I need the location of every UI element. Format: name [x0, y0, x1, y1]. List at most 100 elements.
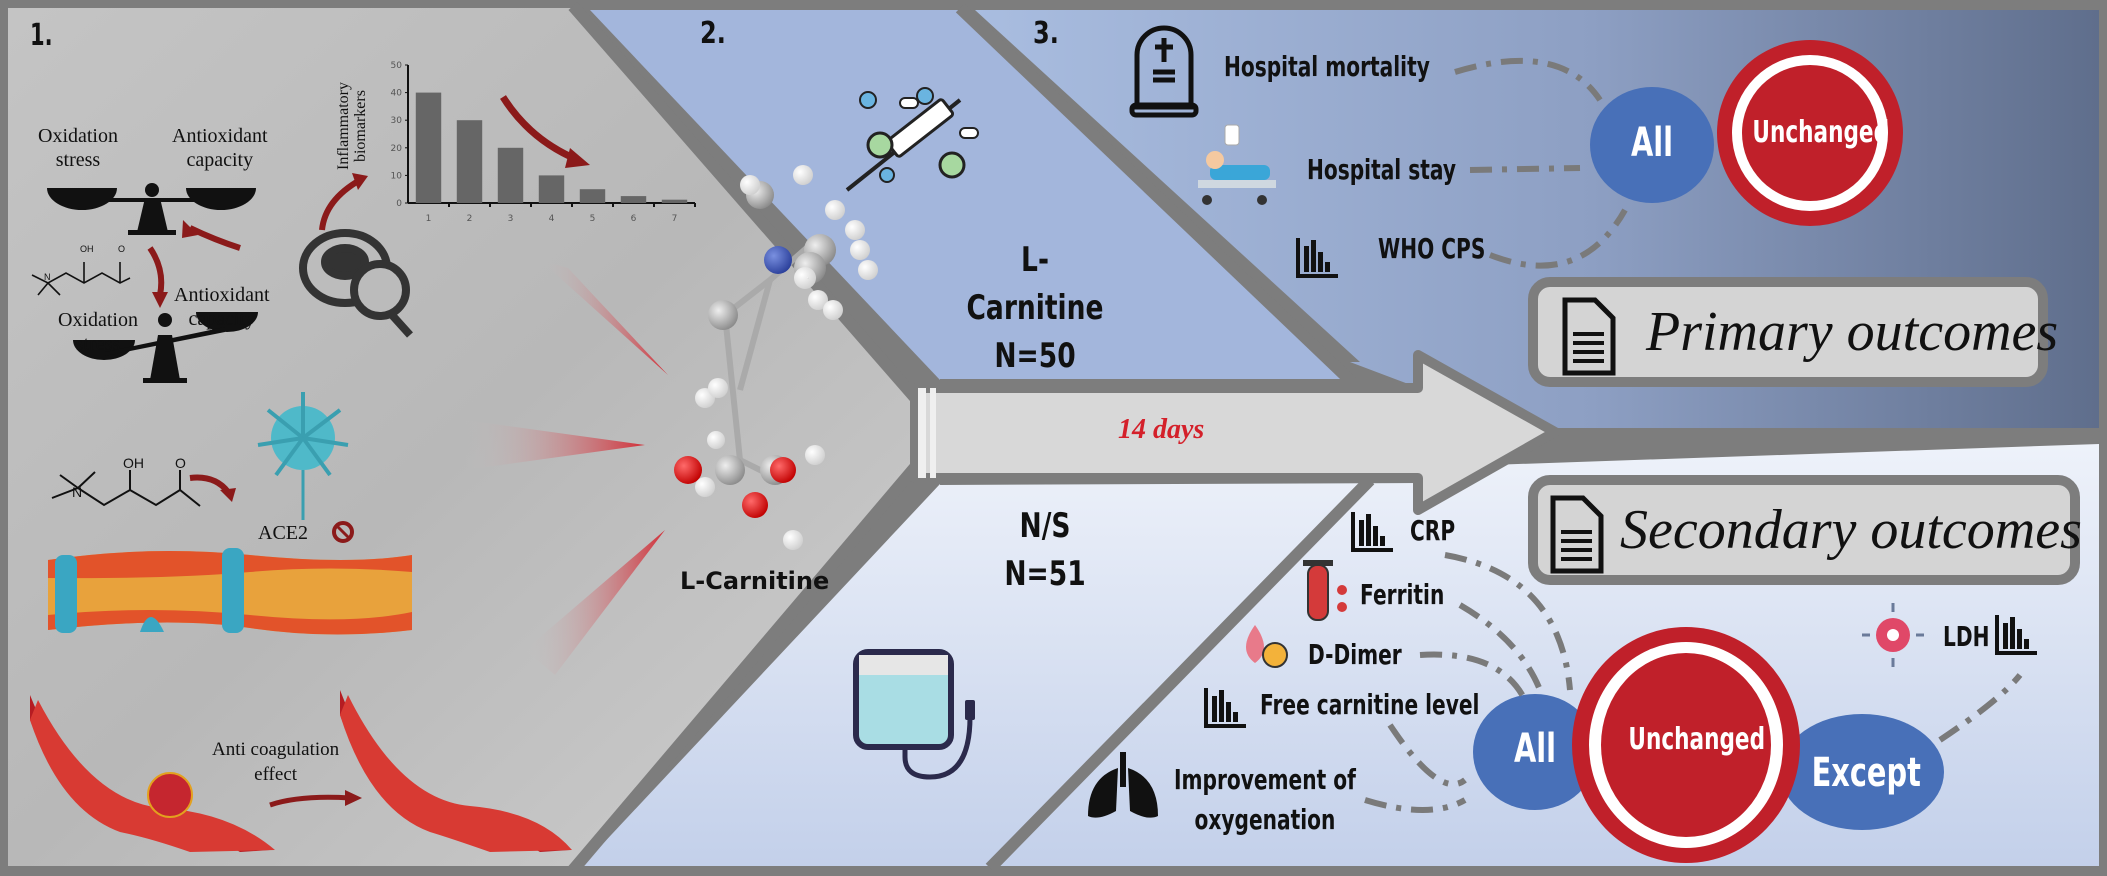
secondary-except-label: Except [1811, 750, 1921, 796]
chem-o-label-1: O [118, 244, 126, 254]
primary-item-who-cps: WHO CPS [1378, 232, 1486, 265]
iv-bag-icon [853, 649, 975, 780]
x-tick-label: 6 [631, 214, 637, 224]
x-tick-label: 7 [672, 214, 678, 224]
gravestone-icon [1129, 25, 1199, 118]
secondary-outcomes-box [1528, 475, 2080, 585]
effect-cone-3 [525, 530, 665, 675]
secondary-item-d-dimer: D-Dimer [1308, 638, 1402, 671]
primary-all-ellipse [1590, 87, 1714, 203]
inflammatory-biomarkers-chart: 0 10 20 30 40 50 1 2 3 4 5 6 7 [391, 61, 696, 224]
y-tick-label: 50 [391, 61, 403, 71]
panel-2-top-background [590, 10, 1350, 380]
chart-bar [620, 196, 647, 203]
blood-drop-icon [1246, 625, 1288, 668]
control-name: N/S [1019, 506, 1071, 546]
syringe-pills-icon [845, 87, 979, 192]
chart-ylabel: Inflammatory biomarkers [335, 82, 369, 170]
decrease-arrow [500, 95, 580, 164]
cell-membrane [48, 548, 412, 635]
chem-o-label-2: O [175, 455, 186, 471]
panel-1-number: 1. [30, 18, 53, 53]
chem-n-label-1: N [44, 272, 51, 282]
x-tick-label: 4 [549, 214, 555, 224]
y-tick-label: 10 [391, 171, 403, 181]
chart-bar [497, 147, 524, 203]
chart-bar [415, 92, 442, 203]
who-cps-chart-icon [1296, 238, 1338, 278]
oxidation-stress-label-1: Oxidation stress [38, 125, 118, 171]
ldh-chart-icon [1995, 615, 2037, 655]
secondary-outcomes-title: Secondary outcomes [1620, 499, 2082, 561]
timeline-arrow [910, 350, 1560, 515]
panel-2-number: 2. [700, 16, 726, 51]
chart-bar [661, 199, 688, 203]
chart-bar [538, 175, 565, 203]
control-group-label: N/S N=51 [990, 502, 1099, 598]
effect-cone-1 [540, 260, 668, 375]
secondary-connectors [1364, 552, 2023, 813]
antioxidant-capacity-label-1: Antioxidant capacity [172, 125, 268, 171]
crp-chart-icon [1351, 512, 1393, 552]
primary-all-label: All [1630, 120, 1674, 166]
treatment-group-label: L-Carnitine N=50 [953, 236, 1117, 380]
treatment-name: L-Carnitine [966, 240, 1104, 328]
secondary-all-ellipse [1473, 694, 1597, 810]
ace2-label: ACE2 [258, 522, 308, 544]
molecule-label: L-Carnitine [680, 567, 830, 595]
primary-unchanged-circle [1742, 65, 1878, 201]
y-tick-label: 40 [391, 89, 403, 99]
primary-item-hospital-stay: Hospital stay [1307, 153, 1456, 186]
hospital-bed-icon [1198, 124, 1276, 205]
anti-coagulation-label: Anti coagulation effect [212, 739, 340, 785]
secondary-item-oxygenation: Improvement of oxygenation [1174, 763, 1356, 836]
secondary-item-crp: CRP [1410, 514, 1456, 547]
x-tick-label: 2 [467, 214, 473, 224]
free-carnitine-chart-icon [1204, 688, 1246, 728]
balance-scale-before [47, 183, 256, 235]
virus-icon [257, 392, 349, 520]
secondary-item-free-carnitine: Free carnitine level [1260, 688, 1480, 721]
ldh-cell-icon [1862, 603, 1924, 667]
treatment-n: N=50 [994, 336, 1076, 376]
control-n: N=51 [1004, 554, 1086, 594]
l-carnitine-molecule [674, 165, 878, 550]
x-tick-label: 1 [426, 214, 432, 224]
effect-cone-2 [465, 420, 645, 470]
secondary-item-ferritin: Ferritin [1360, 578, 1445, 611]
y-tick-label: 30 [391, 116, 403, 126]
primary-unchanged-label: Unchanged [1752, 115, 1890, 150]
primary-outcomes-title: Primary outcomes [1646, 301, 2059, 363]
blood-vessel-clear [340, 690, 572, 852]
chem-n-label-2: N [72, 484, 83, 500]
duration-label: 14 days [1118, 414, 1205, 445]
lens-to-chart-arrow [319, 177, 362, 231]
chem-oh-label-2: OH [123, 455, 144, 471]
secondary-unchanged-label: Unchanged [1628, 722, 1766, 757]
secondary-unchanged-circle [1601, 653, 1771, 837]
y-tick-label: 0 [396, 199, 402, 209]
secondary-item-ldh: LDH [1943, 620, 1990, 653]
blood-vessel-clot [30, 695, 275, 852]
primary-item-hospital-mortality: Hospital mortality [1224, 50, 1430, 83]
x-tick-label: 3 [508, 214, 514, 224]
primary-connectors [1454, 57, 1628, 269]
chem-oh-label-1: OH [80, 244, 94, 254]
x-tick-label: 5 [590, 214, 596, 224]
chart-bar [456, 120, 483, 203]
carnitine-structure-2 [51, 470, 201, 507]
cell-magnifier-icon [299, 229, 413, 338]
panel-3-number: 3. [1033, 16, 1059, 51]
carnitine-structure-1 [31, 262, 131, 296]
balance-scale-after [73, 312, 258, 383]
antioxidant-capacity-label-2: Antioxidant capacity [174, 284, 270, 330]
chart-bar [579, 189, 606, 203]
oxidation-stress-label-2: Oxidation stress [58, 309, 138, 355]
secondary-all-label: All [1513, 726, 1557, 772]
blood-tube-icon [1303, 560, 1347, 621]
block-icon [332, 521, 354, 543]
secondary-except-ellipse [1780, 714, 1944, 830]
y-tick-label: 20 [391, 144, 403, 154]
lungs-icon [1088, 752, 1158, 818]
